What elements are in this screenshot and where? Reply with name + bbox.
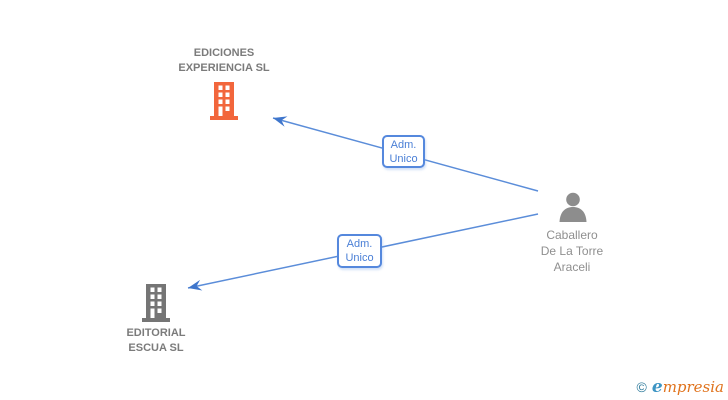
building-icon — [210, 82, 238, 120]
relationship-top-line2: Unico — [389, 152, 418, 165]
empresia-logo[interactable]: © e mpresia — [637, 377, 724, 397]
person-label-line1: Caballero — [546, 228, 598, 242]
company-top-label-line2: EXPERIENCIA SL — [178, 62, 270, 74]
relationship-bottom-line2: Unico — [345, 252, 374, 264]
building-icon — [142, 284, 170, 322]
company-top-label[interactable]: EDICIONES EXPERIENCIA SL — [164, 46, 284, 76]
person-label[interactable]: Caballero De La Torre Araceli — [521, 227, 623, 275]
person-icon-link[interactable] — [557, 192, 589, 227]
logo-wordmark-initial: e — [651, 377, 663, 397]
company-bottom-label-line2: ESCUA SL — [128, 342, 184, 354]
relationship-bottom-line1: Adm. — [346, 238, 373, 250]
person-label-line2: De La Torre — [540, 244, 604, 258]
company-top-icon-link[interactable] — [208, 82, 240, 125]
person-icon — [559, 192, 587, 222]
company-bottom-label-line1: EDITORIAL — [126, 327, 186, 339]
relationship-label-box-bottom: Adm. Unico — [337, 234, 382, 268]
relationship-top-line1: Adm. — [390, 138, 417, 151]
relationship-label-box-top: Adm. Unico — [382, 135, 425, 168]
person-label-line3: Araceli — [553, 260, 591, 274]
logo-wordmark-rest: mpresia — [662, 378, 724, 396]
company-bottom-label[interactable]: EDITORIAL ESCUA SL — [106, 326, 206, 356]
company-top-label-line1: EDICIONES — [193, 47, 255, 59]
copyright-icon: © — [636, 379, 647, 395]
company-bottom-icon-link[interactable] — [140, 284, 172, 327]
